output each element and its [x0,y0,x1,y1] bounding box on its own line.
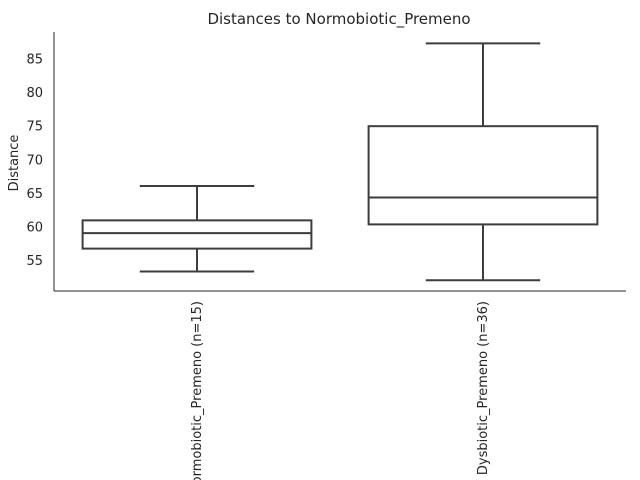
x-tick-labels: Normobiotic_Premeno (n=15) Dysbiotic_Prem… [190,301,491,480]
y-tick-label: 75 [26,120,43,135]
x-tick-label: Normobiotic_Premeno (n=15) [190,301,205,480]
y-tick-label: 85 [26,52,43,67]
y-tick-label: 65 [26,187,43,202]
y-tick-label: 70 [26,153,43,168]
y-axis-label: Distance [7,135,22,192]
chart-title: Distances to Normobiotic_Premeno [207,10,470,29]
y-tick-label: 60 [26,221,43,236]
y-tick-label: 80 [26,86,43,101]
box-group [81,185,313,273]
x-tick-label: Dysbiotic_Premeno (n=36) [476,301,491,475]
iqr-box [367,125,599,226]
iqr-box [81,219,313,250]
y-tick-label: 55 [26,254,43,269]
y-ticks: 55 60 65 70 75 80 85 [26,52,43,269]
box-group [367,42,599,282]
boxes [81,42,599,282]
